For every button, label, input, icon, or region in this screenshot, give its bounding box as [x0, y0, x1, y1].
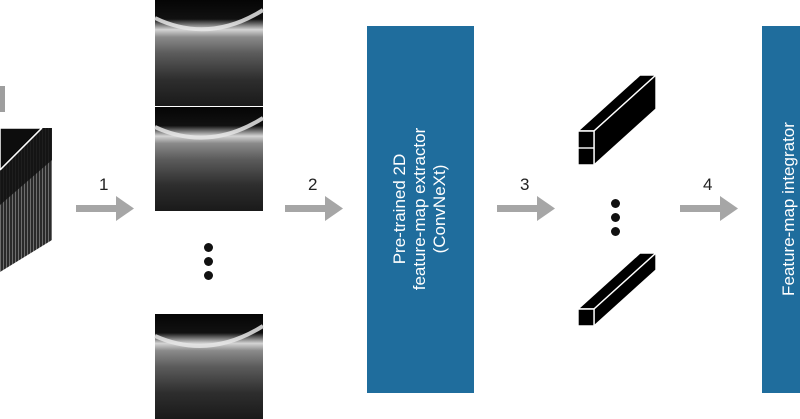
bscan-slice-2 [154, 107, 265, 211]
feature-dots-top [611, 199, 620, 208]
feature-map-1 [577, 74, 657, 166]
feature-dots-middle [611, 213, 620, 222]
feature-integrator-label: Feature-map integrator [779, 122, 798, 296]
feature-integrator-box: Feature-map integrator [762, 26, 800, 393]
step-label-4: 4 [703, 175, 713, 194]
slice-dots-bottom [204, 271, 213, 280]
feature-extractor-box: Pre-trained 2D feature-map extractor (Co… [367, 26, 474, 393]
feature-extractor-label: Pre-trained 2D feature-map extractor (Co… [390, 128, 450, 291]
extractor-line-3: (ConvNeXt) [430, 164, 449, 254]
bscan-slice-3 [154, 314, 265, 419]
arrow-4 [680, 196, 738, 221]
volume-edge [0, 127, 43, 171]
arrow-2 [285, 196, 343, 221]
oct-volume [0, 86, 52, 272]
slice-dots-middle [204, 257, 213, 266]
volume-gray-marker [0, 86, 5, 112]
extractor-line-2: feature-map extractor [410, 127, 429, 291]
feature-map-2 [577, 252, 657, 327]
volume-side-shade [0, 128, 52, 205]
step-label-3: 3 [520, 175, 530, 194]
arrow-3 [497, 196, 555, 221]
extractor-line-1: Pre-trained 2D [390, 153, 409, 265]
slice-dots-top [204, 243, 213, 252]
step-label-2: 2 [308, 175, 318, 194]
feature-dots-bottom [611, 227, 620, 236]
bscan-slice-1 [154, 0, 265, 106]
step-label-1: 1 [99, 175, 109, 194]
arrow-1 [76, 196, 134, 221]
